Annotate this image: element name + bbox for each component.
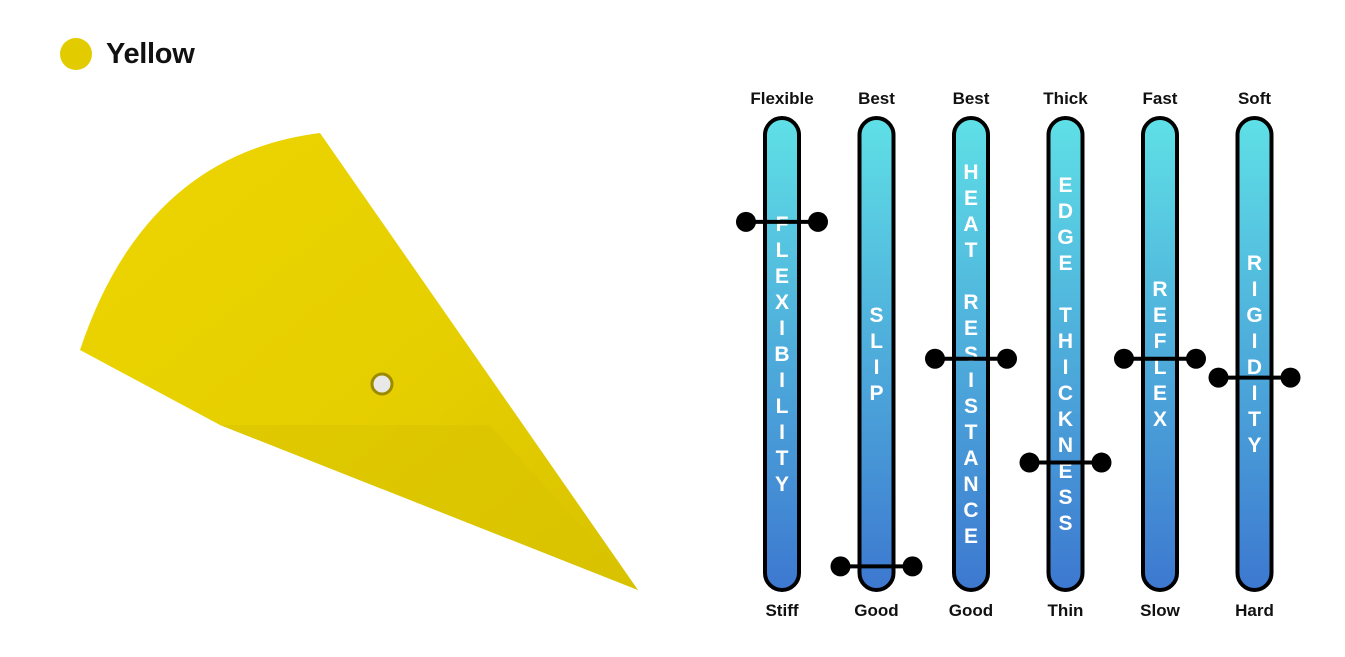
gauge-marker-dot [1280,367,1301,388]
gauge-top-label: Best [953,89,990,108]
gauge-bar [1235,116,1274,592]
gauge-marker-dot [1019,452,1040,473]
gauge-marker [830,556,923,577]
gauge-bar [1046,116,1085,592]
gauge-marker-dot [808,211,828,232]
gauge-top-label: Flexible [750,89,813,108]
gauge-marker-dot [997,348,1017,369]
page-title: Yellow [106,37,195,70]
gauge-marker-dot [902,556,923,577]
gauge-bottom-label: Thin [1048,601,1084,620]
gauge-bottom-label: Good [949,601,993,620]
gauge-marker-dot [1091,452,1112,473]
gauge-top-label: Best [858,89,895,108]
gauge-marker-dot [1186,348,1206,369]
gauge-bar [857,116,896,592]
gauge-marker-dot [736,211,756,232]
gauge-marker [1114,348,1206,369]
product-image [80,133,638,590]
gauge-top-label: Thick [1043,89,1088,108]
gauge-marker [1208,367,1301,388]
gauge-bottom-label: Hard [1235,601,1274,620]
gauge-bottom-label: Stiff [765,601,798,620]
gauge-bottom-label: Good [854,601,898,620]
gauge-marker-dot [830,556,851,577]
gauge-bar [952,116,990,592]
gauge-bottom-label: Slow [1140,601,1180,620]
header: Yellow [60,34,195,74]
color-dot-icon [60,38,92,70]
gauge-marker-dot [1208,367,1229,388]
gauge-bar [763,116,801,592]
gauge-marker [736,211,828,232]
gauge-top-label: Fast [1143,89,1178,108]
gauge-marker-dot [925,348,945,369]
gauge-marker [925,348,1017,369]
gauge-bar [1141,116,1179,592]
gauge-marker [1019,452,1112,473]
squeegee-bevel [220,425,638,590]
gauge-marker-dot [1114,348,1134,369]
gauge-top-label: Soft [1238,89,1271,108]
squeegee-hole-icon [370,372,394,396]
